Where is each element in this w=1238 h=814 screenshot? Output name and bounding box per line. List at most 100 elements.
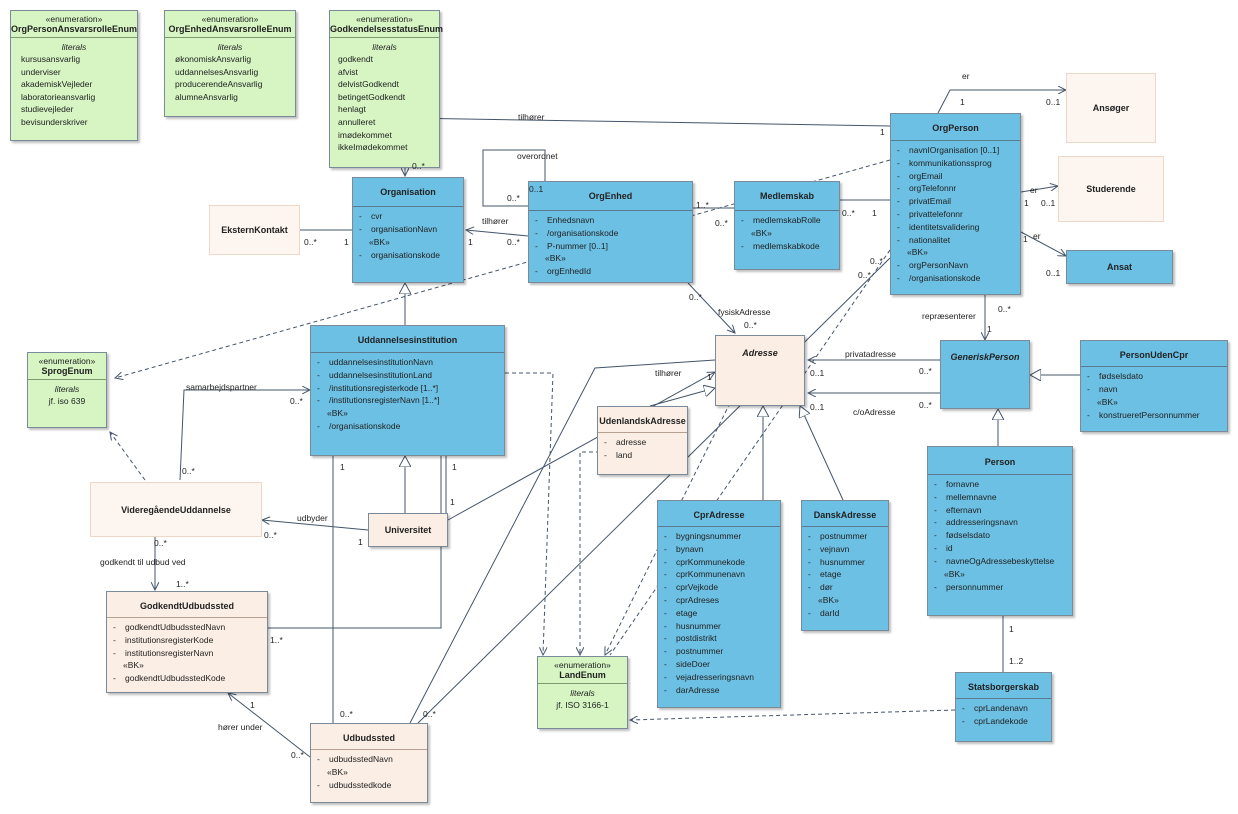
ansoeger-class[interactable]: Ansøger xyxy=(1066,73,1156,143)
multiplicity-label: 1..* xyxy=(176,579,189,589)
uddannelsesinstitution-class[interactable]: Uddannelsesinstitution -uddannelsesinsti… xyxy=(310,325,505,456)
attribute: husnummer xyxy=(820,556,865,567)
class-title: Studerende xyxy=(1086,184,1136,194)
class-title: EksternKontakt xyxy=(221,225,288,235)
attribute: identitetsvalidering xyxy=(909,221,980,232)
attribute: navnIOrganisation [0..1] xyxy=(909,145,1000,155)
literal: studievejleder xyxy=(21,104,74,115)
literals-heading: literals xyxy=(372,42,397,52)
orgenhed-class[interactable]: OrgEnhed -Enhedsnavn -/organisationskode… xyxy=(528,181,693,283)
multiplicity-label: 0..* xyxy=(154,538,167,548)
multiplicity-label: 0..* xyxy=(291,750,304,760)
attribute: uddannelsesinstitutionLand xyxy=(329,369,433,380)
adresse-class[interactable]: Adresse xyxy=(715,335,805,406)
class-title: Udbudssted xyxy=(342,733,395,743)
organisation-class[interactable]: Organisation -cvr -organisationNavn «BK»… xyxy=(352,177,464,283)
generiskperson-class[interactable]: GeneriskPerson xyxy=(940,340,1030,409)
person-class[interactable]: Person -fornavne -mellemnavne -efternavn… xyxy=(927,446,1073,616)
multiplicity-label: 1 xyxy=(340,462,345,472)
godkendtudbudssted-class[interactable]: GodkendtUdbudssted -godkendtUdbudsstedNa… xyxy=(106,591,268,693)
danskadresse-class[interactable]: DanskAdresse -postnummer -vejnavn -husnu… xyxy=(801,500,889,631)
multiplicity-label: 0..1 xyxy=(1046,97,1061,107)
godkendelsesstatus-enum[interactable]: «enumeration» GodkendelsesstatusEnum lit… xyxy=(329,10,443,168)
literal: kursusansvarlig xyxy=(21,54,81,64)
attribute: postdistrikt xyxy=(676,633,717,644)
role-label: tilhører xyxy=(482,216,509,226)
cpradresse-class[interactable]: CprAdresse -bygningsnummer -bynavn -cprK… xyxy=(657,500,781,708)
bk-label: «BK» xyxy=(369,236,390,247)
literal: delvistGodkendt xyxy=(338,79,399,90)
udbudssted-class[interactable]: Udbudssted -udbudsstedNavn «BK» -udbudss… xyxy=(310,723,428,803)
class-title: GeneriskPerson xyxy=(950,352,1020,362)
multiplicity-label: 0..* xyxy=(919,366,932,376)
multiplicity-label: 0..* xyxy=(507,193,520,203)
multiplicity-label: 1 xyxy=(452,462,457,472)
universitet-class[interactable]: Universitet xyxy=(368,513,448,547)
role-label: er xyxy=(1033,231,1041,241)
multiplicity-label: 1 xyxy=(1009,624,1014,634)
multiplicity-label: 0..* xyxy=(715,218,728,228)
attribute: husnummer xyxy=(676,620,721,631)
attribute: medlemskabRolle xyxy=(753,215,821,225)
class-title: Ansøger xyxy=(1092,103,1130,113)
sprog-enum[interactable]: «enumeration» SprogEnum literals jf. iso… xyxy=(27,352,107,428)
orgperson-ansvarsrolle-enum[interactable]: «enumeration» OrgPersonAnsvarsrolleEnum … xyxy=(10,10,138,141)
bk-label: «BK» xyxy=(907,247,928,258)
multiplicity-label: 1..* xyxy=(270,635,283,645)
statsborgerskab-class[interactable]: Statsborgerskab -cprLandenavn -cprLandek… xyxy=(955,672,1052,742)
land-enum[interactable]: «enumeration» LandEnum literals jf. ISO … xyxy=(537,656,628,729)
multiplicity-label: 1 xyxy=(1023,234,1028,244)
class-title: Ansat xyxy=(1106,262,1132,272)
attribute: navneOgAdressebeskyttelse xyxy=(946,555,1055,566)
class-title: PersonUdenCpr xyxy=(1119,350,1189,360)
literals-heading: literals xyxy=(570,688,595,698)
attribute: mellemnavne xyxy=(946,491,997,502)
bk-label: «BK» xyxy=(1097,396,1118,407)
attribute: dør xyxy=(820,582,833,593)
multiplicity-label: 0..* xyxy=(998,304,1011,314)
medlemskab-class[interactable]: Medlemskab -medlemskabRolle «BK» -medlem… xyxy=(734,181,840,270)
attribute: etage xyxy=(676,607,698,618)
orgenhed-ansvarsrolle-enum[interactable]: «enumeration» OrgEnhedAnsvarsrolleEnum l… xyxy=(164,10,296,117)
role-label: fysiskAdresse xyxy=(718,307,771,317)
multiplicity-label: 1 xyxy=(707,372,712,382)
orgperson-class[interactable]: OrgPerson -navnIOrganisation [0..1] -kom… xyxy=(890,113,1021,295)
attribute: postnummer xyxy=(676,646,724,657)
ansat-class[interactable]: Ansat xyxy=(1066,250,1173,284)
attribute: cprKommunekode xyxy=(676,556,745,567)
attribute: /organisationskode xyxy=(547,227,619,238)
attribute: vejnavn xyxy=(820,543,850,554)
literals-heading: literals xyxy=(61,42,87,52)
role-label: tilhører xyxy=(518,112,545,122)
bk-label: «BK» xyxy=(751,227,772,238)
studerende-class[interactable]: Studerende xyxy=(1058,156,1164,222)
enum-literals: kursusansvarlig underviser akademiskVejl… xyxy=(11,53,137,129)
personudencpr-class[interactable]: PersonUdenCpr -fødselsdato -navn «BK» -k… xyxy=(1080,340,1228,432)
attribute: addresseringsnavn xyxy=(946,517,1018,528)
eksternkontakt-class[interactable]: EksternKontakt xyxy=(209,205,300,255)
literals-heading: literals xyxy=(217,42,243,52)
multiplicity-label: 0..* xyxy=(182,466,195,476)
attribute: medlemskabkode xyxy=(753,240,820,251)
multiplicity-label: 0..* xyxy=(870,256,883,266)
role-label: privatadresse xyxy=(845,349,897,359)
role-label: overordnet xyxy=(517,151,558,161)
attribute: bynavn xyxy=(676,543,704,554)
attribute: cprLandenavn xyxy=(974,703,1028,713)
udenlandskadresse-class[interactable]: UdenlandskAdresse -adresse -land xyxy=(597,406,688,475)
bk-label: «BK» xyxy=(327,408,348,419)
attribute: organisationskode xyxy=(371,249,440,260)
class-title: Statsborgerskab xyxy=(967,682,1040,692)
class-title: UdenlandskAdresse xyxy=(599,416,686,426)
attribute: /organisationskode xyxy=(909,273,981,284)
videregaaende-uddannelse-class[interactable]: VideregåendeUddannelse xyxy=(90,482,262,537)
class-title: Uddannelsesinstitution xyxy=(357,335,458,345)
multiplicity-label: 0..* xyxy=(304,237,317,247)
attribute: bygningsnummer xyxy=(676,531,742,541)
class-title: Medlemskab xyxy=(759,191,815,201)
multiplicity-label: 0..1 xyxy=(1041,198,1056,208)
class-title: OrgEnhed xyxy=(588,191,633,201)
multiplicity-label: 0..* xyxy=(423,709,436,719)
stereotype: «enumeration» xyxy=(554,660,611,670)
attribute: efternavn xyxy=(946,504,982,515)
